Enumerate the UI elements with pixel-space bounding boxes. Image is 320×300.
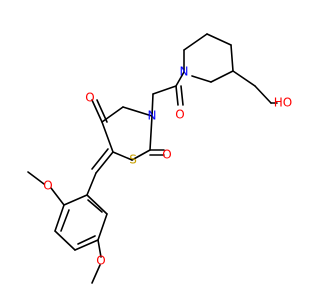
bond: [232, 70, 256, 87]
bond: [95, 151, 114, 174]
molecule-drawing: O N S O O N HO O O: [27, 33, 292, 284]
bond: [86, 194, 108, 215]
bond: [97, 239, 102, 258]
bond: [183, 33, 208, 51]
bond: [54, 204, 65, 232]
bond: [50, 187, 65, 206]
bond: [87, 199, 103, 213]
bond: [63, 194, 88, 206]
bond: [175, 85, 179, 106]
bond: [175, 71, 185, 87]
bond: [91, 264, 101, 284]
atom-label-layer: O N S O O N HO O O: [43, 65, 292, 268]
bond: [77, 235, 96, 245]
sulfur-label: S: [129, 153, 137, 167]
bond: [91, 148, 109, 170]
bond: [27, 171, 45, 185]
bond: [180, 85, 184, 106]
structure-canvas: O N S O O N HO O O: [27, 33, 293, 284]
bond: [122, 106, 153, 117]
oxygen-label: O: [96, 254, 105, 268]
nitrogen-label: N: [148, 109, 157, 123]
bond: [96, 99, 108, 123]
bond: [254, 85, 272, 104]
bond: [74, 239, 99, 251]
hydroxyl-label: HO: [274, 96, 292, 110]
bond: [230, 44, 234, 72]
bond: [91, 99, 103, 123]
bond: [191, 75, 212, 83]
bond: [97, 213, 108, 241]
oxygen-label: O: [162, 148, 171, 162]
bond: [86, 172, 97, 196]
bond: [210, 70, 234, 83]
bond: [149, 115, 153, 151]
nitrogen-label: N: [180, 65, 189, 79]
oxygen-label: O: [175, 108, 184, 122]
bond-layer: [27, 33, 278, 284]
bond: [206, 33, 232, 46]
bond: [54, 230, 76, 251]
bond: [131, 149, 151, 161]
oxygen-label: O: [85, 91, 94, 105]
oxygen-label: O: [43, 179, 52, 193]
bond: [60, 209, 70, 232]
bond: [112, 151, 133, 161]
bond: [101, 121, 114, 153]
bond: [152, 85, 177, 95]
bond: [151, 93, 154, 117]
